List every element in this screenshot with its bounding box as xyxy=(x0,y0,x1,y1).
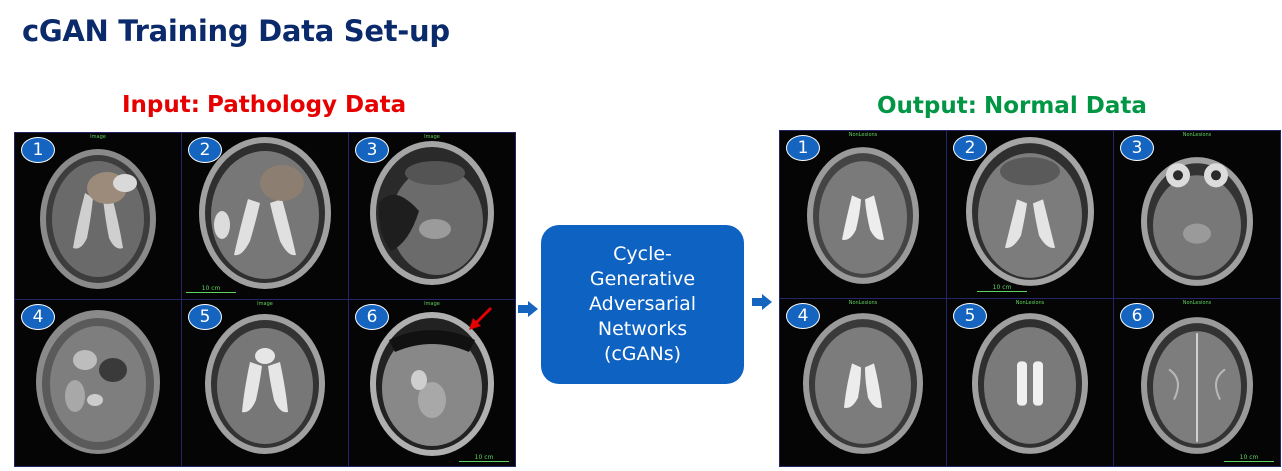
process-line: Cycle- xyxy=(613,243,672,265)
panel-tag: Image xyxy=(424,301,440,307)
number-circle-icon: 4 xyxy=(21,304,55,330)
number-circle-icon: 1 xyxy=(21,137,55,163)
output-mri-panel-2: 10 cm 2 xyxy=(946,130,1114,299)
output-image-grid: NonLesions 1 10 cm 2 NonLesions 3 xyxy=(779,130,1281,467)
brain-scan-image xyxy=(205,314,325,454)
panel-tag: Image xyxy=(424,134,440,140)
scale-bar: 10 cm xyxy=(186,286,236,293)
panel-tag: Image xyxy=(257,301,273,307)
output-mri-panel-4: NonLesions 4 xyxy=(779,298,947,467)
input-mri-panel-1: Image 1 xyxy=(14,132,182,300)
panel-tag: NonLesions xyxy=(1015,300,1045,306)
input-mri-panel-6: Image 10 cm 6 xyxy=(348,299,516,467)
number-circle-icon: 2 xyxy=(953,135,987,161)
number-circle-icon: 5 xyxy=(953,303,987,329)
scale-bar: 10 cm xyxy=(1224,455,1274,462)
brain-scan-image xyxy=(966,137,1094,286)
process-line: (cGANs) xyxy=(603,343,682,365)
cgan-process-box: Cycle- Generative Adversarial Networks (… xyxy=(541,225,744,384)
panel-tag: NonLesions xyxy=(848,132,878,138)
output-section-label: Output:Normal Data xyxy=(877,93,1147,119)
brain-scan-image xyxy=(40,149,156,289)
scale-bar: 10 cm xyxy=(977,285,1027,292)
output-mri-panel-5: NonLesions 5 xyxy=(946,298,1114,467)
number-circle-icon: 2 xyxy=(188,137,222,163)
output-mri-panel-3: NonLesions 3 xyxy=(1113,130,1281,299)
output-label-prefix: Output: xyxy=(877,93,977,119)
process-line: Generative xyxy=(589,268,696,290)
right-arrow-icon xyxy=(752,294,772,310)
panel-tag: Image xyxy=(90,134,106,140)
number-circle-icon: 4 xyxy=(786,303,820,329)
scale-bar: 10 cm xyxy=(459,455,509,462)
panel-tag: NonLesions xyxy=(1182,132,1212,138)
process-line: Networks xyxy=(597,318,688,340)
brain-scan-image xyxy=(1141,317,1253,454)
input-image-grid: Image 1 10 cm 2 Image 3 xyxy=(14,132,516,467)
input-mri-panel-4: 4 xyxy=(14,299,182,467)
output-mri-panel-1: NonLesions 1 xyxy=(779,130,947,299)
input-section-label: Input:Pathology Data xyxy=(122,92,406,118)
number-circle-icon: 3 xyxy=(1120,135,1154,161)
input-mri-panel-5: Image 5 xyxy=(181,299,349,467)
brain-scan-image xyxy=(1141,157,1253,286)
number-circle-icon: 6 xyxy=(1120,303,1154,329)
brain-scan-image xyxy=(807,147,919,284)
brain-scan-image xyxy=(370,141,494,285)
number-circle-icon: 3 xyxy=(355,137,389,163)
red-pointer-arrow-icon xyxy=(469,306,493,330)
input-label-main: Pathology Data xyxy=(206,92,407,118)
input-mri-panel-2: 10 cm 2 xyxy=(181,132,349,300)
brain-scan-image xyxy=(803,313,923,454)
brain-scan-image xyxy=(199,137,331,289)
right-arrow-icon xyxy=(518,301,538,317)
brain-scan-image xyxy=(36,310,160,454)
number-circle-icon: 6 xyxy=(355,304,389,330)
output-label-main: Normal Data xyxy=(983,93,1147,119)
panel-tag: NonLesions xyxy=(848,300,878,306)
brain-scan-image xyxy=(370,312,494,456)
brain-scan-image xyxy=(972,313,1088,454)
input-mri-panel-3: Image 3 xyxy=(348,132,516,300)
output-mri-panel-6: NonLesions 10 cm 6 xyxy=(1113,298,1281,467)
page-title: cGAN Training Data Set-up xyxy=(22,14,450,48)
number-circle-icon: 1 xyxy=(786,135,820,161)
input-label-prefix: Input: xyxy=(122,92,200,118)
number-circle-icon: 5 xyxy=(188,304,222,330)
panel-tag: NonLesions xyxy=(1182,300,1212,306)
process-line: Adversarial xyxy=(588,293,697,315)
